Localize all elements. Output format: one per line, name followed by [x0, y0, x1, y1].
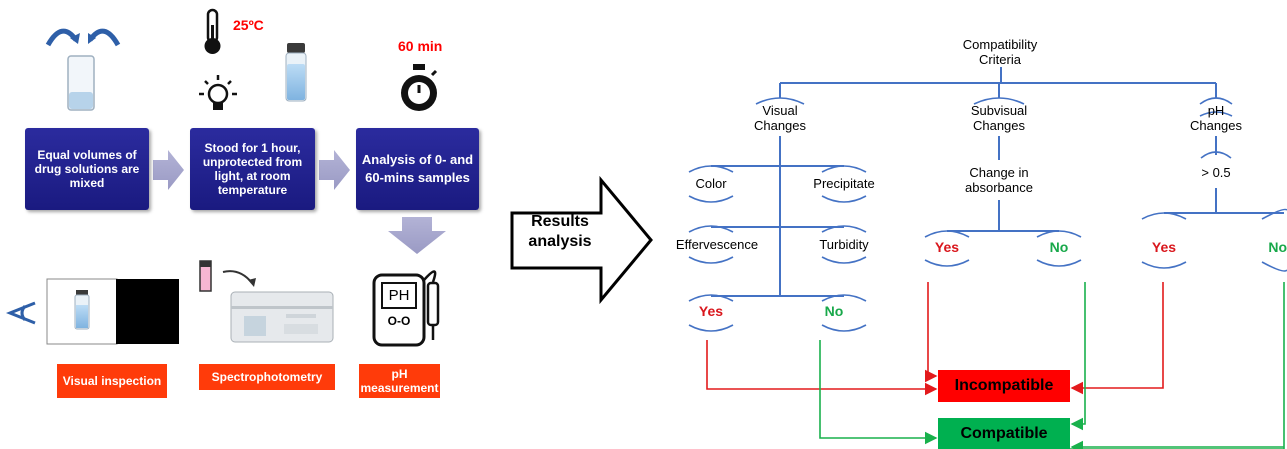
subvisual-changes-node: Subvisual Changes: [970, 103, 1028, 133]
results-analysis-label: Results analysis: [528, 213, 592, 250]
tree-root: Compatibility Criteria: [962, 37, 1038, 67]
outcome-connectors: [706, 282, 1285, 449]
visual-inspection-panel: [46, 278, 179, 345]
ph-meter-display: O-O: [387, 314, 411, 328]
option-effervescence: Effervescence: [675, 237, 759, 252]
mixing-arrows-icon: [45, 28, 121, 47]
temperature-label: 25ºC: [233, 17, 264, 33]
time-label: 60 min: [398, 38, 443, 54]
method-spectrophotometry: Spectrophotometry: [199, 364, 335, 390]
light-bulb-icon: [199, 75, 237, 110]
ph-threshold-node: > 0.5: [1201, 165, 1231, 180]
change-in-absorbance-node: Change in absorbance: [965, 165, 1033, 195]
test-tube-icon: [67, 55, 95, 111]
ph-changes-node: pH Changes: [1189, 103, 1243, 133]
step-arrow-2: [319, 150, 350, 190]
tree-node-arcs: [688, 97, 1287, 332]
compatible-box: Compatible: [938, 418, 1070, 449]
visual-no: No: [824, 303, 844, 319]
ph-no: No: [1268, 239, 1287, 255]
step-box-analysis: Analysis of 0- and 60-mins samples: [356, 128, 479, 210]
subvisual-yes: Yes: [934, 239, 960, 255]
results-analysis-arrow: [510, 175, 653, 305]
thermometer-icon: [204, 8, 221, 54]
step-box-mix: Equal volumes of drug solutions are mixe…: [25, 128, 149, 210]
method-visual-inspection: Visual inspection: [57, 364, 167, 398]
visual-changes-node: Visual Changes: [753, 103, 807, 133]
step-arrow-down: [388, 217, 446, 254]
visual-yes: Yes: [698, 303, 724, 319]
option-precipitate: Precipitate: [813, 176, 875, 191]
method-ph-measurement: pH measurement: [359, 364, 440, 398]
subvisual-no: No: [1049, 239, 1069, 255]
ph-meter-icon: [372, 270, 440, 347]
step-arrow-1: [153, 150, 184, 190]
incompatible-box: Incompatible: [938, 370, 1070, 402]
ph-yes: Yes: [1151, 239, 1177, 255]
ph-meter-label: PH: [388, 287, 410, 304]
step-box-stand: Stood for 1 hour, unprotected from light…: [190, 128, 315, 210]
option-color: Color: [695, 176, 727, 191]
spectrophotometer-icon: [199, 260, 334, 343]
eye-icon: [5, 301, 36, 325]
tree-lines: [711, 67, 1284, 297]
vial-icon: [285, 43, 307, 102]
option-turbidity: Turbidity: [819, 237, 869, 252]
stopwatch-icon: [401, 64, 438, 111]
